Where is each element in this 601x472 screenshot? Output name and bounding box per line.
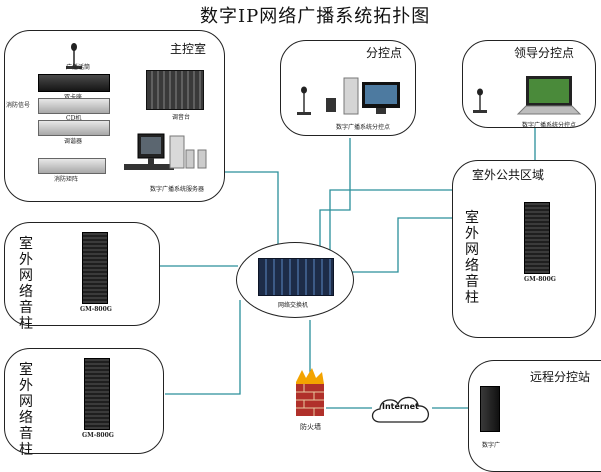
cloud-icon [371,396,429,423]
line-col2-switch [165,300,241,395]
branch-workstation-icon [297,77,400,115]
public-column-label: 室外网络音柱 [465,210,479,306]
branch-device-label: 数字广播系统分控点 [336,124,391,131]
tuner-device [38,120,110,136]
remote-device [480,386,500,432]
public-column-model: GM-800G [524,276,556,283]
mixer-device [146,70,204,110]
server-computer-icon [124,133,207,170]
remote-station-label: 远程分控站 [530,370,591,384]
laptop-icon [473,76,582,115]
branch-device [290,72,410,122]
left-column-2-model: GM-800G [82,432,114,439]
firewall-device [292,368,328,422]
public-area-label: 室外公共区域 [472,168,545,182]
line-public-switch [350,217,452,273]
left-column-2-label: 室外网络音柱 [19,362,33,458]
fire-signal-label: 消防信号 [6,102,31,109]
line-server-switch [210,171,279,248]
dual-deck-label: 双卡座 [64,92,82,101]
topology-diagram: 数字IP网络广播系统拓扑图 主控室 消防信号 广播话筒 双卡座 CD机 调谐器 … [4,6,601,472]
switch-label: 网络交换机 [278,302,309,309]
fire-matrix-label: 消防矩阵 [54,176,79,183]
line-branch-switch [319,138,351,248]
control-room-label: 主控室 [170,42,207,56]
server-label: 数字广播系统服务器 [150,186,205,193]
leader-device [468,72,592,120]
leader-device-label: 数字广播系统分控点 [522,122,577,129]
line-leader-switch [329,126,536,250]
cd-player-label: CD机 [66,115,82,122]
microphone-icon [66,43,82,69]
tuner-label: 调谐器 [64,138,83,145]
cd-player-device [38,98,110,114]
left-speaker-column-1 [82,232,108,304]
mixer-label: 调音台 [172,114,191,121]
remote-device-label: 数字广 [482,442,501,449]
page-title: 数字IP网络广播系统拓扑图 [200,6,431,27]
left-speaker-column-2 [84,358,110,430]
leader-branch-label: 领导分控点 [514,46,575,60]
left-column-1-label: 室外网络音柱 [19,236,33,332]
public-speaker-column [524,202,550,274]
firewall-label: 防火墙 [300,423,321,431]
internet-label: Internet [382,402,419,411]
network-switch-device [258,258,334,296]
broadcast-host-label: 广播话筒 [66,64,91,71]
internet-cloud [368,392,434,430]
broadcast-host-device [60,40,90,74]
branch-label: 分控点 [366,46,403,60]
firewall-icon [296,368,324,416]
server-device [118,132,218,182]
left-column-1-model: GM-800G [80,306,112,313]
fire-matrix-device [38,158,106,174]
dual-deck-device [38,74,110,92]
